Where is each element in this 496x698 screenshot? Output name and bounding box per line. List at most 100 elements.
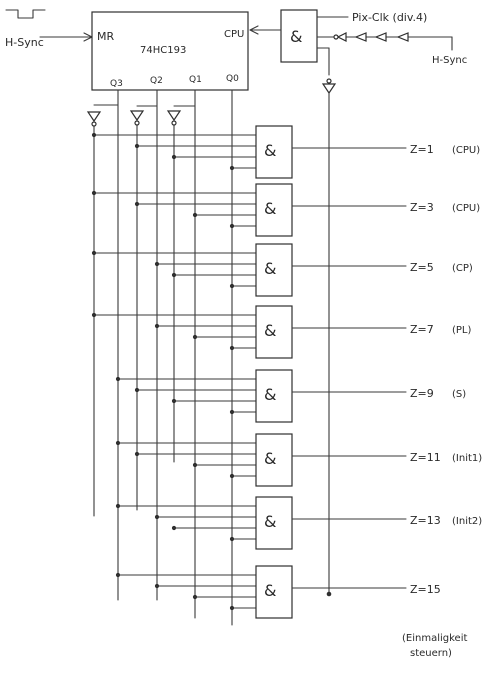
junction-dot [154, 323, 160, 329]
hsync-pulse-symbol [5, 9, 46, 19]
gate-output-note: (Init2) [452, 516, 482, 527]
junction-dot [134, 143, 140, 149]
inverter-icon [354, 32, 367, 42]
and-symbol: & [264, 385, 276, 404]
gate-output-label: Z=7 [410, 323, 434, 336]
and-gate [255, 369, 293, 423]
and-symbol: & [264, 449, 276, 468]
junction-dot [229, 223, 235, 229]
and-symbol: & [264, 199, 276, 218]
decoder-gate-group: & Z=9 (S) [115, 369, 466, 423]
and-gate [255, 243, 293, 297]
junction-dot [229, 283, 235, 289]
junction-dot [154, 583, 160, 589]
decoder-gate-group: & Z=13 (Init2) [115, 496, 482, 550]
and-symbol: & [264, 141, 276, 160]
chip-name: 74HC193 [140, 45, 186, 56]
gate-output-label: Z=13 [410, 514, 441, 527]
junction-dot [171, 272, 177, 278]
junction-dot [192, 334, 198, 340]
feedback-bubble-icon [326, 78, 332, 84]
chip-pin-q1: Q1 [189, 75, 202, 85]
and-gate [255, 183, 293, 237]
decoder-gate-group: & Z=5 (CP) [91, 243, 473, 297]
inverter-icon [374, 32, 387, 42]
inverter-icon [336, 32, 347, 42]
junction-dot [134, 201, 140, 207]
inverter-q2-icon [129, 110, 145, 122]
hsync-second-label: H-Sync [432, 55, 467, 66]
gate-output-note: (PL) [452, 325, 472, 336]
and-gate [255, 305, 293, 359]
junction-dot [192, 462, 198, 468]
junction-dot [229, 165, 235, 171]
and-symbol: & [264, 581, 276, 600]
junction-dot [154, 261, 160, 267]
chip-pin-mr: MR [97, 30, 114, 43]
junction-dot [229, 605, 235, 611]
chip-pin-q3: Q3 [110, 79, 123, 89]
decoder-gate-group: & Z=1 (CPU) [91, 125, 480, 179]
junction-dot [115, 440, 121, 446]
chip-pin-q0: Q0 [226, 74, 239, 84]
junction-dot [192, 594, 198, 600]
inverter-bubble-icon [333, 34, 339, 40]
gate-output-label: Z=3 [410, 201, 434, 214]
junction-dot [134, 387, 140, 393]
gate-output-note: (S) [452, 389, 466, 400]
and-gate [255, 433, 293, 487]
and-symbol: & [264, 512, 276, 531]
decoder-gate-group: & Z=15 [115, 565, 441, 619]
junction-dot [229, 345, 235, 351]
junction-dot [115, 503, 121, 509]
gate-output-note: (CPU) [452, 203, 480, 214]
junction-dot [229, 409, 235, 415]
decoder-gates: & Z=1 (CPU) & Z=3 (CPU) & Z=5 (CP) & Z=7 (PL) & Z=9 (S… [91, 125, 482, 619]
feedback-inverter-icon [321, 83, 337, 95]
and-gate [255, 125, 293, 179]
gate-output-label: Z=5 [410, 261, 434, 274]
junction-dot [91, 190, 97, 196]
counter-chip-74hc193 [91, 11, 249, 91]
junction-dot [154, 514, 160, 520]
junction-dot [171, 154, 177, 160]
and-gate [255, 565, 293, 619]
gate-output-label: Z=11 [410, 451, 441, 464]
gate-output-label: Z=1 [410, 143, 434, 156]
decoder-gate-group: & Z=7 (PL) [91, 305, 472, 359]
cpu-arrow-icon [249, 25, 259, 35]
footnote-line-1: (Einmaligkeit [402, 633, 467, 644]
gate-output-label: Z=15 [410, 583, 441, 596]
junction-dot [91, 132, 97, 138]
inverter-q1-icon [166, 110, 182, 122]
and-symbol: & [264, 321, 276, 340]
pixclk-label: Pix-Clk (div.4) [352, 11, 427, 24]
inverter-icon [396, 32, 409, 42]
hsync-input-label: H-Sync [5, 36, 44, 49]
junction-dot [229, 536, 235, 542]
inverter-q3-icon [86, 111, 102, 123]
junction-dot [192, 212, 198, 218]
and-gate [255, 496, 293, 550]
chip-pin-cpu: CPU [224, 29, 244, 40]
and-symbol: & [264, 259, 276, 278]
junction-dot [134, 451, 140, 457]
gate-output-note: (Init1) [452, 453, 482, 464]
junction-dot [91, 250, 97, 256]
gate-output-label: Z=9 [410, 387, 434, 400]
gate-output-note: (CP) [452, 263, 473, 274]
junction-dot [115, 376, 121, 382]
footnote-line-2: steuern) [410, 648, 452, 659]
gate-output-note: (CPU) [452, 145, 480, 156]
junction-dot [171, 398, 177, 404]
inverter-chain [333, 32, 409, 42]
chip-pin-q2: Q2 [150, 76, 163, 86]
junction-dot [171, 525, 177, 531]
junction-dot [326, 591, 332, 597]
clock-and-symbol: & [290, 27, 302, 46]
junction-dot [115, 572, 121, 578]
junction-dot [91, 312, 97, 318]
decoder-gate-group: & Z=3 (CPU) [91, 183, 480, 237]
junction-dot [229, 473, 235, 479]
